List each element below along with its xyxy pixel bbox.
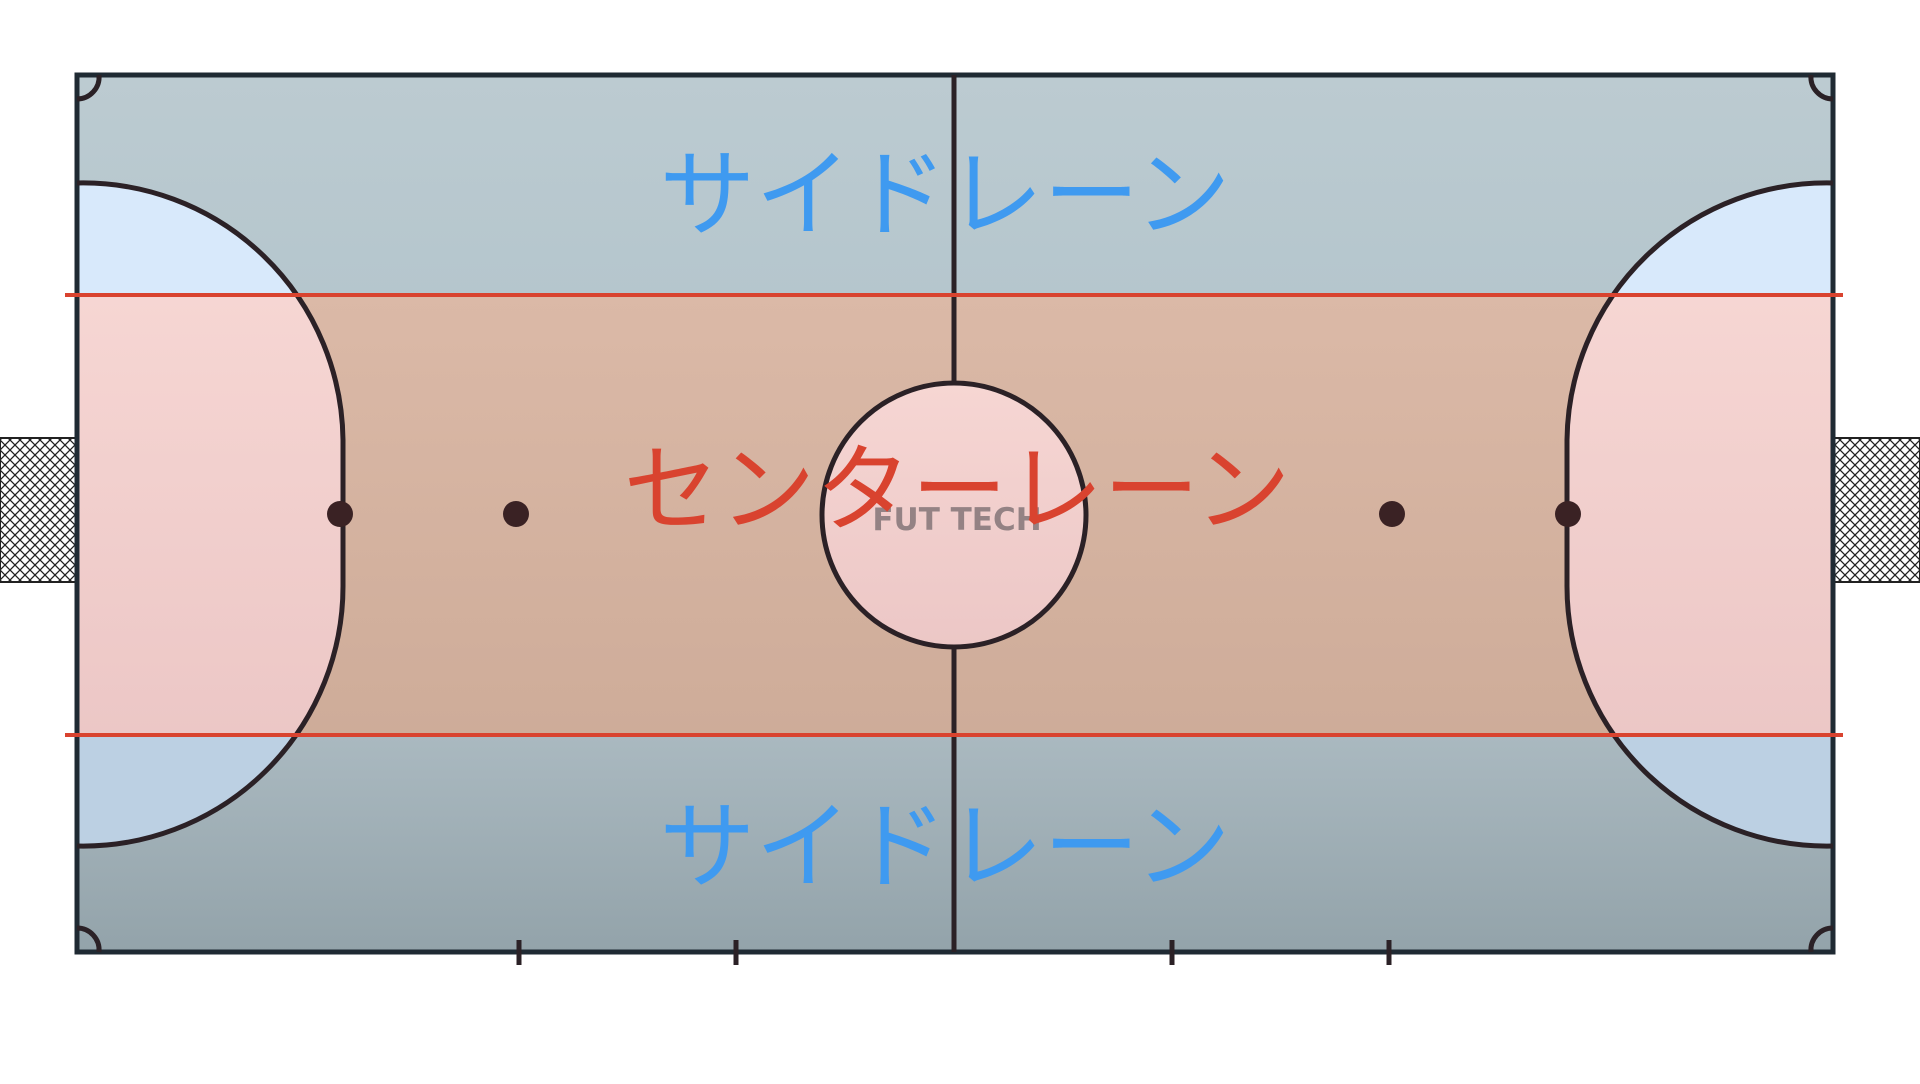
- left-penalty-mark: [327, 501, 353, 527]
- right-second-penalty-mark: [1379, 501, 1405, 527]
- watermark-text: FUT TECH: [872, 502, 1041, 538]
- penalty-spots: [327, 501, 1581, 527]
- lane-dividers: [65, 293, 1843, 737]
- side-lane-bottom-label: サイドレーン: [659, 791, 1230, 903]
- right-penalty-mark: [1555, 501, 1581, 527]
- center-lane-label: センターレーン: [623, 434, 1290, 546]
- right-penalty-area: [1566, 182, 1833, 847]
- left-penalty-area: [77, 182, 344, 847]
- side-lane-top-label: サイドレーン: [659, 139, 1230, 251]
- right-goal-net: [1832, 437, 1920, 583]
- left-second-penalty-mark: [503, 501, 529, 527]
- left-goal-net: [0, 437, 78, 583]
